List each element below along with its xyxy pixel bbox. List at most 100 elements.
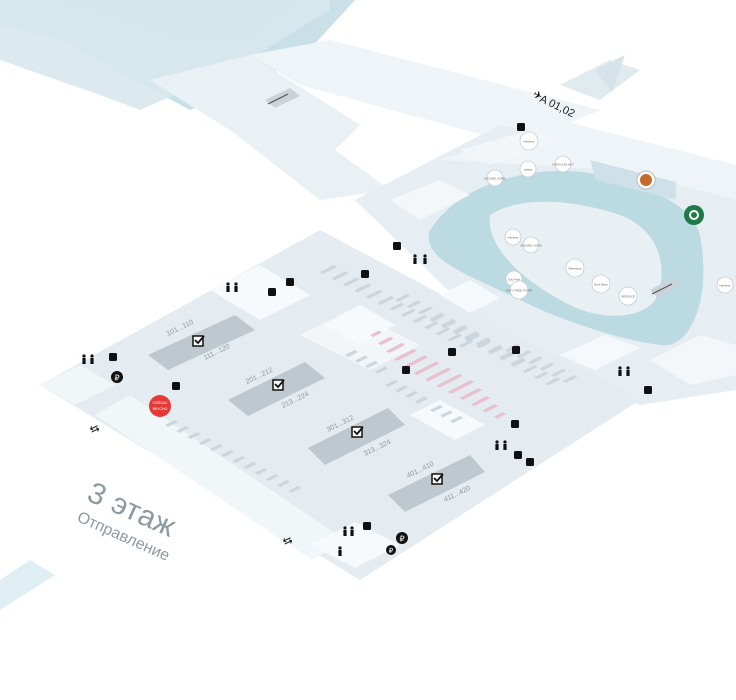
- checkin-icon-2: [272, 379, 285, 391]
- north-row-c-seat: [406, 300, 422, 309]
- checkin-icon-1: [192, 335, 205, 347]
- shop-circle[interactable]: [618, 286, 638, 306]
- pink-row-4-seat: [448, 387, 460, 394]
- pink-row-4-seat: [482, 405, 495, 413]
- shop-circle[interactable]: [591, 274, 611, 294]
- shop-name: MICHAEL KORS: [484, 177, 505, 181]
- pink-row-4-seat: [471, 399, 483, 407]
- pink-row-4-seat: [425, 374, 437, 382]
- direction-arrows-west: ⇆: [88, 422, 102, 437]
- starbucks-logo: [684, 205, 704, 225]
- north-row-c-seat: [395, 294, 410, 302]
- bakery-logo: [636, 170, 656, 190]
- luggage-cart-icon: [172, 382, 180, 390]
- north-row-b-seat: [424, 321, 439, 330]
- north-row-e-seat: [522, 365, 538, 373]
- lounge-icon: [517, 123, 525, 131]
- north-row-e-seat: [545, 377, 561, 386]
- info-desk-icon: [363, 522, 371, 530]
- shop-circle[interactable]: [504, 228, 522, 246]
- shop-marker[interactable]: VERSACE: [618, 286, 638, 306]
- restroom-person-icon: [338, 546, 342, 556]
- shop-circle[interactable]: [519, 160, 537, 178]
- luggage-icon: [511, 420, 519, 428]
- southeast-block: [650, 335, 736, 385]
- baby-care-icon: [109, 353, 117, 361]
- shop-name: SUNGLASS HUT: [552, 163, 574, 167]
- shop-name: DUTY FREE STORE: [506, 289, 532, 293]
- main-hall-south-strip: [95, 395, 345, 560]
- north-row-e-seat: [465, 334, 480, 342]
- north-row-b-seat: [401, 308, 416, 317]
- shop-marker[interactable]: Mont Blanc: [591, 274, 611, 294]
- restroom-person-icon: [503, 440, 507, 450]
- escalator-icon-north: [265, 88, 300, 108]
- shop-circle[interactable]: [716, 276, 734, 294]
- security-room: [325, 305, 395, 345]
- restroom-block-west: [40, 365, 115, 405]
- shop-marker[interactable]: Hamleys: [504, 228, 522, 246]
- south-row-seat: [243, 462, 257, 469]
- shop-marker[interactable]: Hamleys: [519, 131, 539, 151]
- shop-marker[interactable]: SUNGLASS HUT: [552, 155, 574, 173]
- shop-circle[interactable]: [486, 169, 504, 187]
- north-row-d-seat: [430, 314, 445, 322]
- north-row-b-seat: [447, 333, 462, 342]
- luggage-icon: [514, 451, 522, 459]
- shop-circle[interactable]: [509, 280, 529, 300]
- shop-marker[interactable]: MICHAEL KORS: [484, 169, 506, 187]
- pink-row-0-seat: [370, 330, 382, 337]
- north-row-b-seat: [389, 302, 405, 311]
- restroom-person-icon: [234, 282, 238, 292]
- north-row-f-seat: [562, 375, 578, 383]
- north-row-a-seat: [331, 271, 349, 281]
- north-row-b-seat: [366, 290, 382, 299]
- shop-circle[interactable]: [522, 236, 540, 254]
- service-person-icon: [393, 242, 401, 250]
- north-row-b-seat: [458, 339, 474, 348]
- center-row-b-seat: [395, 385, 408, 393]
- north-row-b-seat: [435, 327, 451, 336]
- center-row-b-seat: [385, 380, 398, 387]
- info-desk-icon: [448, 348, 456, 356]
- restroom-icons: [82, 123, 652, 556]
- service-person-icon: [644, 386, 652, 394]
- north-row-c-seat: [418, 306, 433, 315]
- restroom-person-icon: [626, 366, 630, 376]
- passage-central: [410, 400, 485, 440]
- north-row-f-seat: [551, 368, 566, 377]
- pink-row-4-seat: [413, 368, 426, 376]
- shop-name: adidas: [524, 168, 533, 172]
- shop-marker[interactable]: MICHAEL KORS: [520, 236, 542, 254]
- upper-walkway: [0, 0, 330, 110]
- south-row-seat: [254, 468, 268, 475]
- info-desk-icon: [512, 346, 520, 354]
- north-row-a-seat: [320, 265, 337, 274]
- north-row-b-seat: [378, 296, 393, 305]
- shop-name: Hamleys: [720, 284, 731, 288]
- shop-name: VERSACE: [621, 295, 635, 299]
- shop-circle[interactable]: [519, 131, 539, 151]
- shop-name: Hamleys: [524, 140, 535, 144]
- shop-marker[interactable]: Hamleys: [716, 276, 734, 294]
- center-row-c-seat: [440, 410, 453, 418]
- currency-symbol-west: ₽: [114, 374, 119, 383]
- shop-marker[interactable]: Vilebrequin: [565, 258, 585, 278]
- shop-circle[interactable]: [565, 258, 585, 278]
- shop-marker[interactable]: DUTY FREE STORE: [506, 280, 532, 300]
- center-row-c-seat: [430, 405, 443, 412]
- passage-north: [440, 280, 500, 313]
- south-row-seat: [221, 450, 234, 457]
- shop-name: MICHAEL KORS: [520, 244, 541, 248]
- wheelchair-icon: [268, 288, 276, 296]
- restroom-person-icon: [495, 440, 499, 450]
- service-person-icon: [526, 458, 534, 466]
- shop-name: Mont Blanc: [594, 283, 609, 287]
- upper-concourse-floor: [150, 55, 390, 200]
- shop-marker[interactable]: adidas: [519, 160, 537, 178]
- south-row-seat: [209, 444, 223, 451]
- seating-rows: [165, 265, 578, 493]
- shop-circle[interactable]: [554, 155, 572, 173]
